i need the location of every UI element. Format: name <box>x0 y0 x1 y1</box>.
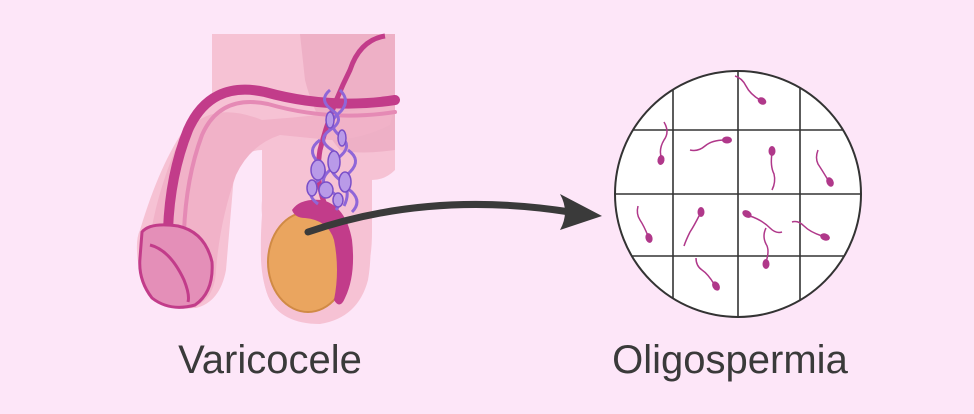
sperm-cell-icon <box>683 207 705 247</box>
varicocele-anatomy-illustration <box>136 33 400 324</box>
varicocele-label: Varicocele <box>178 338 362 382</box>
sperm-cell-icon <box>695 257 720 291</box>
sperm-cells <box>636 75 834 291</box>
sperm-cell-icon <box>689 136 732 152</box>
vein-clusters <box>306 111 352 208</box>
sperm-cell-icon <box>636 205 653 243</box>
counting-grid <box>615 71 861 317</box>
arrow-icon <box>304 194 602 236</box>
sperm-cell-icon <box>815 149 834 187</box>
sperm-cell-icon <box>762 227 770 269</box>
sperm-cell-icon <box>768 146 776 191</box>
sperm-cell-icon <box>734 75 767 105</box>
sperm-cell-icon <box>791 220 830 241</box>
field-border <box>614 70 862 318</box>
sperm-cell-icon <box>657 121 668 165</box>
glans-tip <box>149 243 190 303</box>
arrow-shaft <box>304 200 574 236</box>
arrow-head <box>560 194 602 230</box>
microscope-field-icon <box>614 70 862 318</box>
oligospermia-label: Oligospermia <box>612 338 848 382</box>
sperm-cell-icon <box>742 210 783 234</box>
